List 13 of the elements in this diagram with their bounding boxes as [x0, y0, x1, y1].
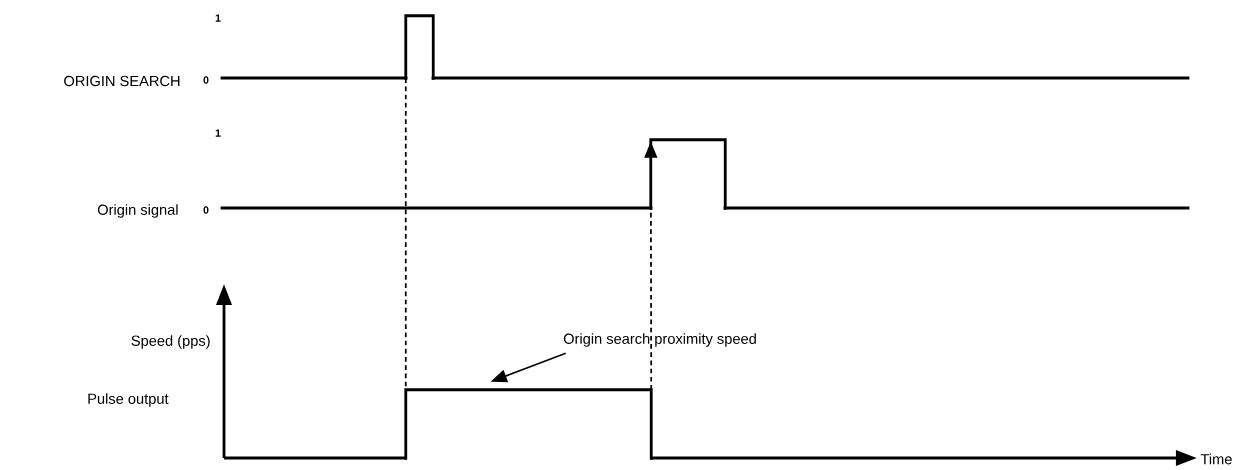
annotation-text: Origin search proximity speed	[563, 333, 756, 347]
signal-label: Speed (pps)	[131, 335, 210, 349]
level-number: 1	[215, 129, 221, 137]
pulse-waveform	[649, 138, 727, 210]
signal-label: ORIGIN SEARCH	[64, 75, 180, 87]
pulse-waveform	[404, 388, 653, 460]
level-number: 0	[203, 76, 209, 84]
pulse-waveform	[404, 14, 435, 80]
signal-label: Origin signal	[97, 204, 178, 218]
level-number: 1	[215, 14, 221, 22]
level-number: 0	[203, 206, 209, 214]
signal-label: Time	[1200, 453, 1232, 465]
signal-label: Pulse output	[88, 393, 169, 407]
